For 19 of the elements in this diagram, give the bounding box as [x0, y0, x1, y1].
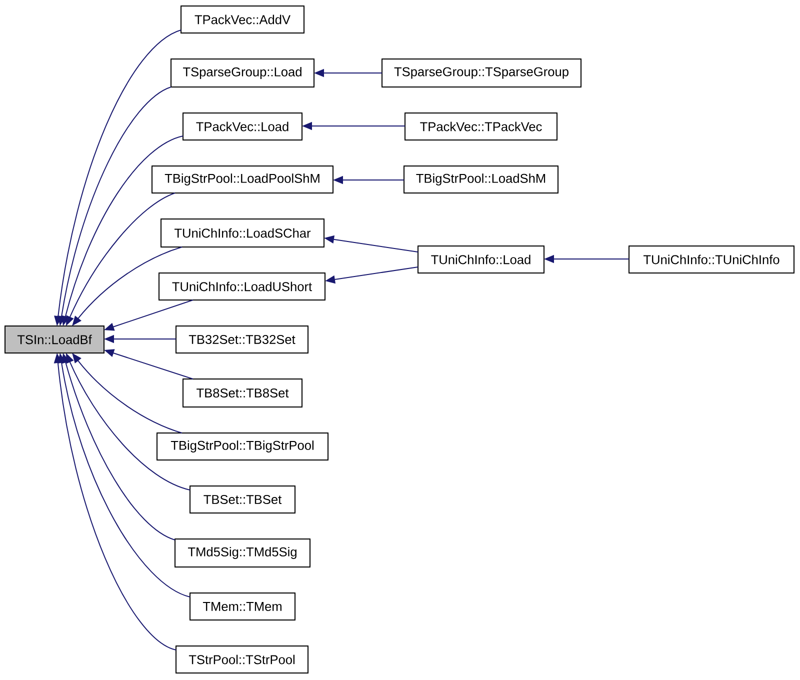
function-box: TSparseGroup::Load — [170, 58, 314, 88]
function-box: TSparseGroup::TSparseGroup — [382, 58, 582, 88]
function-box: TBigStrPool::LoadPoolShM — [152, 166, 334, 194]
function-box: TBigStrPool::TBigStrPool — [156, 432, 328, 460]
function-box: TUniChInfo::LoadSChar — [160, 218, 324, 248]
function-box: TPackVec::AddV — [180, 6, 304, 34]
function-box: TUniChInfo::LoadUShort — [158, 272, 326, 300]
function-box: TStrPool::TStrPool — [176, 646, 308, 674]
function-box: TPackVec::TPackVec — [404, 112, 558, 140]
function-box: TUniChInfo::Load — [418, 246, 544, 274]
function-box: TBSet::TBSet — [190, 486, 296, 514]
function-box: TB32Set::TB32Set — [176, 326, 308, 354]
function-box: TPackVec::Load — [182, 112, 302, 140]
function-box: TMd5Sig::TMd5Sig — [174, 538, 310, 568]
function-box: TMem::TMem — [190, 592, 296, 620]
function-box: TB8Set::TB8Set — [182, 378, 302, 408]
highlighted-function-box: TSIn::LoadBf — [4, 326, 104, 354]
function-box: TUniChInfo::TUniChInfo — [628, 246, 794, 274]
function-box: TBigStrPool::LoadShM — [404, 166, 558, 194]
